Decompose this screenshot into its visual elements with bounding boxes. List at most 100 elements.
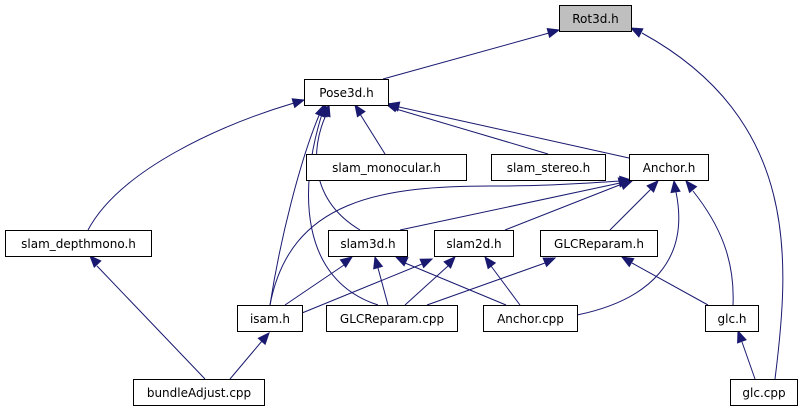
node-glc-cpp[interactable]: glc.cpp [730, 379, 798, 406]
edge-line [609, 188, 652, 231]
node-pose3d[interactable]: Pose3d.h [304, 79, 389, 106]
arrowhead-icon [619, 180, 634, 191]
edge-glcreparam_cpp-to-glcreparam_h [426, 257, 557, 306]
node-label: glc.cpp [742, 386, 785, 400]
edge-line [741, 341, 756, 380]
edge-line [269, 112, 321, 306]
node-label: GLCReparam.cpp [340, 312, 444, 326]
edge-line [631, 262, 709, 306]
edge-anchor_cpp-to-slam3d [394, 256, 507, 306]
node-label: slam3d.h [340, 237, 395, 251]
node-box [434, 230, 514, 257]
arrowhead-icon [542, 257, 557, 268]
edge-anchor_cpp-to-anchor_h [576, 179, 681, 316]
node-slam-stereo[interactable]: slam_stereo.h [491, 154, 606, 181]
edge-glc_cpp-to-glc_h [737, 329, 756, 380]
edge-line [504, 183, 623, 231]
arrowhead-icon [629, 27, 644, 38]
edge-glcreparam_cpp-to-slam2d [404, 256, 456, 306]
node-box [326, 305, 458, 332]
node-glc-h[interactable]: glc.h [705, 305, 759, 332]
edge-isam-to-slam2d [301, 258, 434, 314]
node-anchor-h[interactable]: Anchor.h [629, 154, 709, 181]
arrowhead-icon [419, 258, 434, 269]
edge-line [284, 264, 345, 306]
node-label: GLCReparam.h [554, 237, 644, 251]
edge-line [229, 340, 263, 380]
arrowhead-icon [484, 255, 497, 270]
node-label: slam_stereo.h [507, 161, 591, 175]
node-box [304, 79, 389, 106]
node-box [483, 305, 578, 332]
edge-line [308, 113, 379, 306]
edge-line [382, 32, 550, 80]
node-rot3d: Rot3d.h [559, 5, 632, 32]
edge-line [87, 102, 295, 231]
edge-line [404, 265, 449, 306]
edge-line [426, 262, 546, 306]
node-label: Rot3d.h [572, 12, 619, 26]
arrowhead-icon [394, 256, 409, 267]
arrowhead-icon [443, 256, 456, 269]
node-slam-depthmono[interactable]: slam_depthmono.h [5, 230, 152, 257]
node-label: slam2d.h [446, 237, 501, 251]
node-label: Pose3d.h [319, 86, 373, 100]
edge-slam_monocular-to-pose3d [354, 103, 386, 155]
node-label: slam_monocular.h [332, 161, 441, 175]
arrowhead-icon [386, 101, 401, 112]
edge-line [399, 182, 621, 231]
arrowhead-icon [737, 329, 747, 344]
arrowhead-icon [257, 332, 270, 346]
node-label: glc.h [718, 312, 747, 326]
node-glcreparam-h[interactable]: GLCReparam.h [540, 230, 658, 257]
node-label: slam_depthmono.h [21, 237, 136, 251]
edge-slam_stereo-to-pose3d [384, 102, 549, 155]
node-box [306, 154, 467, 181]
arrowhead-icon [320, 103, 331, 118]
edge-line [96, 265, 206, 380]
edge-anchor_cpp-to-slam2d [484, 255, 521, 306]
edge-glcreparam_cpp-to-slam3d [373, 255, 389, 306]
node-label: Anchor.cpp [497, 312, 564, 326]
node-slam3d[interactable]: slam3d.h [328, 230, 408, 257]
edge-bundleadjust-to-isam [229, 332, 270, 380]
edge-line [398, 106, 630, 159]
arrowhead-icon [646, 180, 659, 193]
node-box [5, 230, 152, 257]
arrowhead-icon [670, 179, 681, 194]
edge-pose3d-to-rot3d [382, 28, 561, 80]
node-label: Anchor.h [643, 161, 696, 175]
edge-isam-to-slam3d [284, 256, 354, 306]
node-slam2d[interactable]: slam2d.h [434, 230, 514, 257]
edge-line [490, 265, 521, 306]
node-box [540, 230, 658, 257]
edge-glc_cpp-to-rot3d [629, 27, 784, 380]
node-slam-monocular[interactable]: slam_monocular.h [306, 154, 467, 181]
edge-bundleadjust-to-slam_depthmono [89, 255, 206, 380]
edge-line [404, 262, 507, 306]
edge-glcreparam_h-to-anchor_h [609, 180, 659, 231]
node-bundleadjust[interactable]: bundleAdjust.cpp [133, 379, 265, 406]
node-label: bundleAdjust.cpp [147, 386, 251, 400]
edge-line [301, 263, 423, 314]
node-anchor-cpp[interactable]: Anchor.cpp [483, 305, 578, 332]
node-box [491, 154, 606, 181]
node-box [629, 154, 709, 181]
arrowhead-icon [339, 256, 354, 268]
edge-slam2d-to-anchor_h [504, 180, 634, 231]
node-box [559, 5, 632, 32]
edge-slam_depthmono-to-pose3d [87, 98, 306, 231]
arrowhead-icon [291, 98, 306, 109]
node-box [730, 379, 798, 406]
node-isam[interactable]: isam.h [237, 305, 303, 332]
node-box [328, 230, 408, 257]
arrowhead-icon [546, 28, 561, 39]
node-box [705, 305, 759, 332]
edge-glc_h-to-anchor_h [685, 179, 734, 306]
edge-line [269, 180, 622, 306]
edge-glc_h-to-glcreparam_h [620, 256, 709, 306]
arrowhead-icon [620, 256, 635, 268]
node-glcreparam-cpp[interactable]: GLCReparam.cpp [326, 305, 458, 332]
edge-anchor_h-to-pose3d [386, 101, 630, 159]
node-box [133, 379, 265, 406]
